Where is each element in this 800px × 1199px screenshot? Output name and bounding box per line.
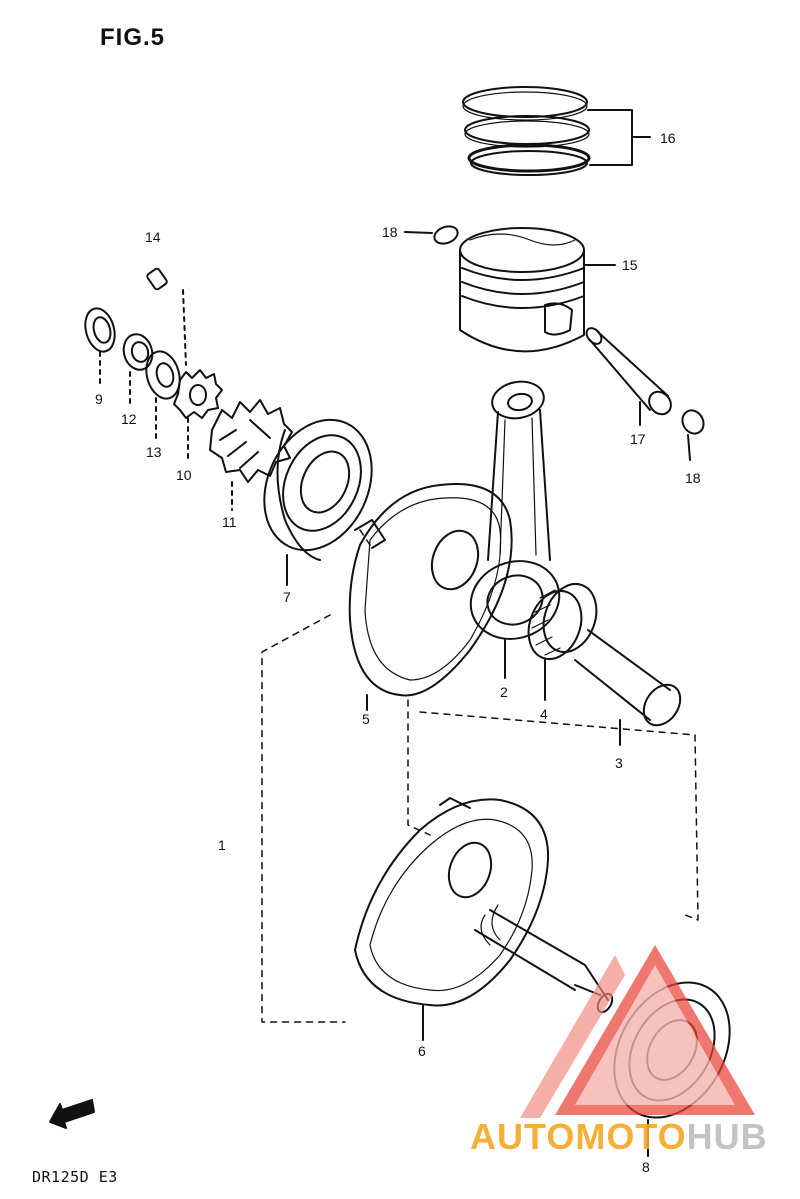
washer xyxy=(145,350,181,441)
gear-small xyxy=(173,369,223,461)
fwd-arrow xyxy=(49,1099,95,1129)
model-code: DR125D E3 xyxy=(32,1168,118,1186)
needle-bearing xyxy=(527,583,598,701)
watermark-logo xyxy=(520,945,755,1118)
callout-14: 14 xyxy=(145,229,161,245)
piston xyxy=(459,227,616,353)
callout-6: 6 xyxy=(418,1043,426,1059)
crank-pin xyxy=(574,629,682,746)
watermark-text-a: AUTOMOTO xyxy=(470,1116,687,1157)
callout-7: 7 xyxy=(283,589,291,605)
callout-12: 12 xyxy=(121,411,137,427)
callout-13: 13 xyxy=(146,444,162,460)
circlip-right xyxy=(681,409,705,461)
watermark-text-b: HUB xyxy=(686,1116,768,1157)
callout-15: 15 xyxy=(622,257,638,273)
callout-2: 2 xyxy=(500,684,508,700)
callout-10: 10 xyxy=(176,467,192,483)
callout-18-top: 18 xyxy=(382,224,398,240)
callout-18-right: 18 xyxy=(685,470,701,486)
crank-web-right xyxy=(348,483,513,711)
spacer xyxy=(122,333,154,409)
callout-5: 5 xyxy=(362,711,370,727)
piston-pin xyxy=(585,327,672,426)
crank-web-left xyxy=(354,797,550,1041)
callout-9: 9 xyxy=(95,391,103,407)
callout-1: 1 xyxy=(218,837,226,853)
piston-rings xyxy=(462,86,651,176)
callout-16: 16 xyxy=(660,130,676,146)
callout-8: 8 xyxy=(642,1159,650,1175)
callout-4: 4 xyxy=(540,706,548,722)
bearing-left xyxy=(263,418,373,586)
callout-17: 17 xyxy=(630,431,646,447)
figure-title: FIG.5 xyxy=(100,24,166,51)
assembly-bracket xyxy=(261,529,699,1023)
connecting-rod xyxy=(469,380,561,679)
callout-3: 3 xyxy=(615,755,623,771)
oil-seal xyxy=(84,307,116,386)
callout-11: 11 xyxy=(222,514,237,530)
circlip-top xyxy=(404,225,459,245)
key xyxy=(146,267,187,366)
watermark-text: AUTOMOTOHUB xyxy=(470,1116,768,1158)
